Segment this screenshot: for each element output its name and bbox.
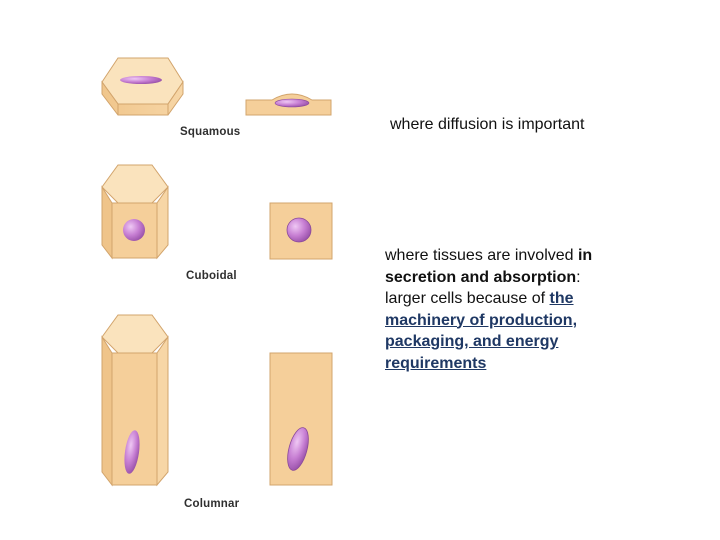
squamous-label: Squamous [180, 126, 240, 138]
cuboidal-cell-section [270, 203, 332, 259]
squamous-cell-3d [102, 58, 183, 115]
columnar-section-cell [270, 353, 332, 485]
cuboidal-cell-top-face [102, 165, 168, 203]
columnar-cell-right-face [157, 337, 168, 485]
squamous-cell-section [246, 94, 331, 115]
columnar-cell-section [270, 353, 332, 485]
cuboidal-cell-3d [102, 165, 168, 258]
columnar-label: Columnar [184, 498, 239, 510]
cuboidal-nucleus-3d [123, 219, 145, 241]
cuboidal-label: Cuboidal [186, 270, 237, 282]
cuboidal-cell-right-face [157, 187, 168, 258]
squamous-note: where diffusion is important [390, 114, 690, 136]
cuboidal-cell-left-face [102, 187, 112, 258]
columnar-note-part1: where tissues are involved [385, 247, 578, 264]
columnar-cell-left-face [102, 337, 112, 485]
columnar-cell-3d [102, 315, 168, 485]
squamous-nucleus-3d [120, 76, 162, 84]
cuboidal-nucleus-section [287, 218, 311, 242]
squamous-nucleus-section [275, 99, 309, 107]
columnar-note: where tissues are involved in secretion … [385, 245, 617, 374]
columnar-cell-top-face [102, 315, 168, 353]
